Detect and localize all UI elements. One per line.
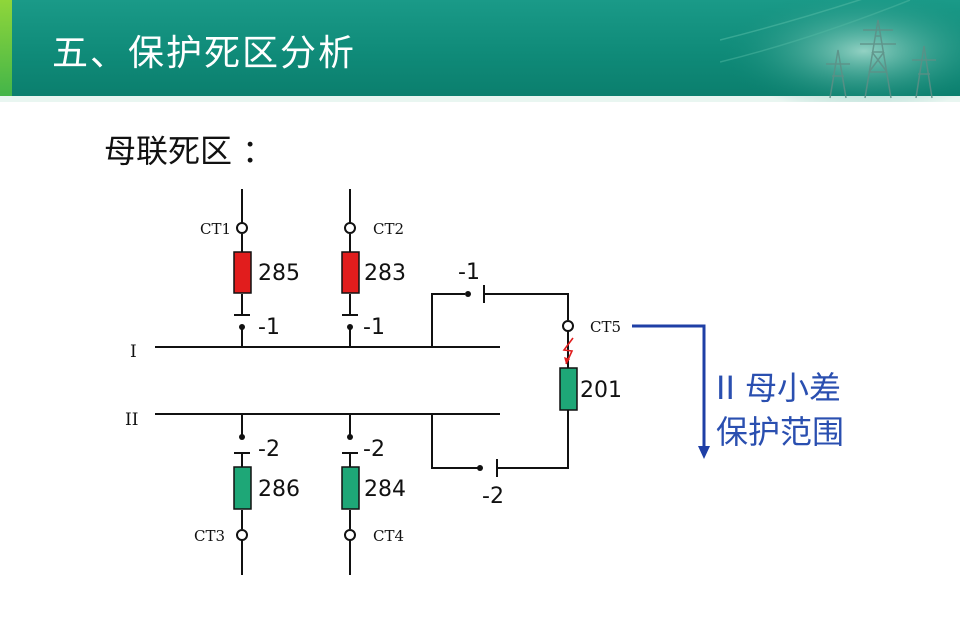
breaker-286-label: 286 — [258, 477, 300, 502]
annotation-line-2: 保护范围 — [716, 413, 845, 451]
coupler-bottom-switch-label: -2 — [482, 484, 504, 509]
ct3-label: CT3 — [194, 527, 225, 545]
feeder-285 — [234, 189, 250, 347]
breaker-201-label: 201 — [580, 378, 622, 403]
header-bar: 五、保护死区分析 — [0, 0, 960, 102]
disconnector-286-contact — [239, 434, 245, 440]
breaker-285 — [233, 251, 252, 294]
feeder-286 — [234, 414, 250, 575]
fault-arrowhead — [564, 357, 570, 364]
feeder-284 — [342, 414, 358, 575]
header-divider — [0, 96, 960, 102]
ct1-symbol — [236, 222, 248, 234]
coupler-bottom-switch-contact — [477, 465, 483, 471]
bus-2-label: II — [125, 410, 138, 430]
fault-lightning-icon — [562, 337, 574, 365]
switch-286-label: -2 — [258, 437, 280, 462]
breaker-286 — [233, 466, 252, 510]
protection-scope-arrowhead — [698, 446, 710, 459]
breaker-284 — [341, 466, 360, 510]
ct5-label: CT5 — [590, 318, 621, 336]
ct4-label: CT4 — [373, 527, 404, 545]
breaker-283 — [341, 251, 360, 294]
bus-coupler-circuit — [431, 285, 569, 477]
bus-1-label: I — [130, 342, 137, 362]
disconnector-283-contact — [347, 324, 353, 330]
ct1-label: CT1 — [200, 220, 231, 238]
ct5-symbol — [562, 320, 574, 332]
page-title: 五、保护死区分析 — [52, 33, 357, 74]
protection-scope-annotation: II 母小差 保护范围 — [716, 366, 844, 454]
ct3-symbol — [236, 529, 248, 541]
switch-285-label: -1 — [258, 315, 280, 340]
disconnector-284-contact — [347, 434, 353, 440]
coupler-top-switch-contact — [465, 291, 471, 297]
ct2-label: CT2 — [373, 220, 404, 238]
coupler-top-switch-label: -1 — [458, 260, 480, 285]
annotation-line-1: II 母小差 — [716, 369, 842, 407]
feeder-283 — [342, 189, 358, 347]
breaker-283-label: 283 — [364, 261, 406, 286]
switch-283-label: -1 — [363, 315, 385, 340]
ct4-symbol — [344, 529, 356, 541]
breaker-201 — [559, 367, 578, 411]
section-title: 母联死区 ： — [104, 132, 275, 170]
disconnector-285-contact — [239, 324, 245, 330]
protection-scope-arrow — [632, 324, 706, 450]
switch-284-label: -2 — [363, 437, 385, 462]
header-accent-stripe — [0, 0, 12, 102]
ct2-symbol — [344, 222, 356, 234]
breaker-285-label: 285 — [258, 261, 300, 286]
breaker-284-label: 284 — [364, 477, 406, 502]
transmission-tower-decoration — [720, 0, 960, 102]
